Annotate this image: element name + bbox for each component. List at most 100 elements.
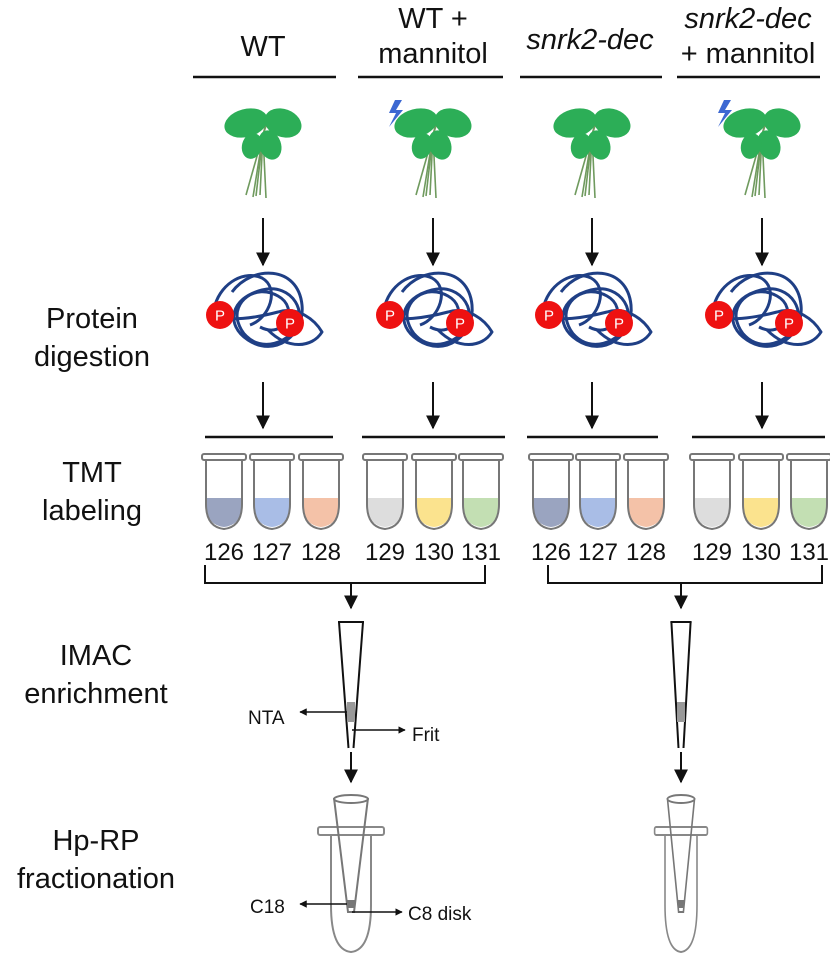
tmt-tube: 131 <box>786 453 830 566</box>
c18-label: C18 <box>250 897 285 918</box>
phosphate-circle <box>705 301 733 329</box>
tube-outline <box>532 460 570 531</box>
condition-label: snrk2-dec <box>684 3 812 35</box>
tube-liquid <box>533 498 569 527</box>
svg-text:enrichment: enrichment <box>24 678 167 710</box>
lightning-icon <box>389 100 403 127</box>
seedling-icon <box>389 100 472 199</box>
tube-cap <box>298 453 344 461</box>
tube-rim <box>653 826 709 836</box>
leaf-shape <box>763 108 801 138</box>
tube-outline <box>302 460 340 531</box>
tube-cap <box>362 453 408 461</box>
tmt-tube: 128 <box>623 453 669 566</box>
tmt-channel-label: 130 <box>741 539 781 566</box>
tube-cap <box>689 453 735 461</box>
stage-tip-rim <box>333 794 369 804</box>
tube-outline <box>253 460 291 531</box>
phosphate-label: P <box>614 316 624 333</box>
condition-sublabel: mannitol <box>378 38 488 70</box>
tube-outline <box>415 460 453 531</box>
tmt-tube: 131 <box>458 453 504 566</box>
tip-outline <box>338 621 364 749</box>
step-label-protein-digestion: Protein digestion <box>34 303 150 373</box>
frit-label: Frit <box>412 725 440 746</box>
tube-cap <box>528 453 574 461</box>
tmt-channel-label: 127 <box>578 539 618 566</box>
tube-outline <box>330 835 372 954</box>
step-label-imac-enrichment: IMAC enrichment <box>24 640 167 710</box>
leaf-shape <box>593 108 631 138</box>
svg-text:digestion: digestion <box>34 341 150 373</box>
phosphate-circle <box>535 301 563 329</box>
leaf-shape <box>224 108 268 138</box>
tmt-tube: 127 <box>575 453 621 566</box>
phosphate-circle <box>206 301 234 329</box>
leaf-shape <box>723 108 767 138</box>
tube-outline <box>627 460 665 531</box>
tube-cap <box>458 453 504 461</box>
tube-outline <box>205 460 243 531</box>
tmt-tube: 130 <box>411 453 457 566</box>
step-label-tmt-labeling: TMT labeling <box>42 457 142 527</box>
imac-tip <box>338 621 364 784</box>
condition-sublabel: + mannitol <box>681 38 816 70</box>
seedling-icon <box>718 100 801 199</box>
merge-bracket <box>547 565 823 584</box>
phosphate-label: P <box>215 308 225 325</box>
lightning-icon <box>718 100 732 127</box>
tube-liquid <box>367 498 403 527</box>
condition-label: WT <box>240 31 285 63</box>
phosphate-circle <box>775 309 803 337</box>
stage-tip-rim <box>666 794 696 804</box>
tmt-channel-label: 131 <box>461 539 501 566</box>
condition-label: WT + <box>398 3 468 35</box>
phosphate-circle <box>276 309 304 337</box>
phosphate-label: P <box>544 308 554 325</box>
tmt-channel-label: 131 <box>789 539 829 566</box>
protein-chain <box>383 274 443 327</box>
leaf-shape <box>394 108 438 138</box>
step-label-hprp-fractionation: Hp-RP fractionation <box>17 825 175 895</box>
leaf-shape <box>264 108 302 138</box>
tube-liquid <box>743 498 779 527</box>
tube-liquid <box>416 498 452 527</box>
phosphate-group: P <box>775 309 803 337</box>
phosphate-label: P <box>714 308 724 325</box>
c8-disk <box>677 900 685 908</box>
protein-chain <box>379 309 494 346</box>
tube-cap <box>249 453 295 461</box>
leaf-shape <box>241 133 263 159</box>
phosphate-group: P <box>376 301 404 329</box>
tmt-tube: 126 <box>528 453 574 566</box>
c8-disk-label: C8 disk <box>408 904 472 925</box>
phosphate-group: P <box>535 301 563 329</box>
tube-cap <box>738 453 784 461</box>
phosphate-label: P <box>385 308 395 325</box>
svg-text:Protein: Protein <box>46 303 138 335</box>
tube-liquid <box>580 498 616 527</box>
tube-outline <box>462 460 500 531</box>
seedling-icon <box>553 108 631 199</box>
tube-cap <box>623 453 669 461</box>
tmt-tube: 130 <box>738 453 784 566</box>
condition-label: snrk2-dec <box>526 24 654 56</box>
hprp-tube <box>317 794 385 954</box>
imac-tip <box>670 621 692 784</box>
seedling-icon <box>224 108 302 199</box>
phosphate-circle <box>376 301 404 329</box>
tube-liquid <box>628 498 664 527</box>
c8-disk <box>347 900 355 908</box>
tube-liquid <box>254 498 290 527</box>
stage-tip <box>333 797 369 913</box>
svg-text:labeling: labeling <box>42 495 142 527</box>
tmt-tube: 126 <box>201 453 247 566</box>
condition-header-snrk2: snrk2-dec <box>520 24 662 79</box>
tube-outline <box>579 460 617 531</box>
condition-header-wt-mannitol: WT + mannitol <box>358 3 503 79</box>
tube-outline <box>664 835 698 954</box>
